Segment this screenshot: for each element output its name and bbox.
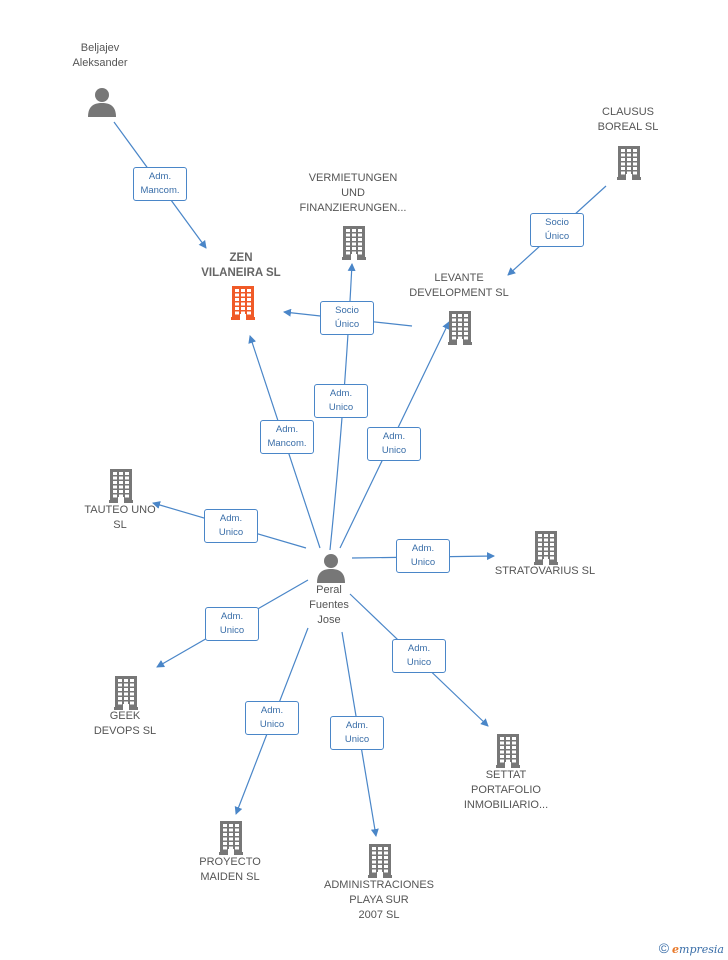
building-icon-tauteo[interactable] bbox=[109, 469, 133, 508]
edge-label-peral-vermietungen[interactable]: Adm. Unico bbox=[314, 384, 368, 418]
building-icon-settat[interactable] bbox=[496, 734, 520, 773]
building-icon-administraciones[interactable] bbox=[368, 844, 392, 883]
node-label-clausus[interactable]: CLAUSUS BOREAL SL bbox=[597, 106, 659, 133]
building-icon-vermietungen[interactable] bbox=[342, 226, 366, 265]
person-icon-peral[interactable] bbox=[316, 553, 346, 588]
edge-label-peral-proyecto[interactable]: Adm. Unico bbox=[245, 701, 299, 735]
copyright-icon: © bbox=[658, 940, 670, 956]
edge-label-peral-zen[interactable]: Adm. Mancom. bbox=[260, 420, 314, 454]
node-label-tauteo[interactable]: TAUTEO UNO SL bbox=[84, 504, 156, 531]
node-label-vermietungen[interactable]: VERMIETUNGEN UND FINANZIERUNGEN... bbox=[299, 172, 407, 214]
building-icon-proyecto[interactable] bbox=[219, 821, 243, 860]
edge-label-peral-levante[interactable]: Adm. Unico bbox=[367, 427, 421, 461]
brand-first-letter: e bbox=[672, 943, 680, 956]
edge-label-levante-zen[interactable]: Socio Único bbox=[320, 301, 374, 335]
node-label-zen[interactable]: ZEN VILANEIRA SL bbox=[201, 252, 281, 279]
node-label-administraciones[interactable]: ADMINISTRACIONES PLAYA SUR 2007 SL bbox=[323, 879, 434, 921]
node-label-proyecto[interactable]: PROYECTO MAIDEN SL bbox=[199, 856, 261, 883]
edge-label-peral-administraciones[interactable]: Adm. Unico bbox=[330, 716, 384, 750]
node-label-beljajev[interactable]: Beljajev Aleksander bbox=[72, 42, 128, 69]
building-icon-clausus[interactable] bbox=[617, 146, 641, 185]
edge-label-peral-settat[interactable]: Adm. Unico bbox=[392, 639, 446, 673]
edge-label-peral-stratovarius[interactable]: Adm. Unico bbox=[396, 539, 450, 573]
building-icon-stratovarius[interactable] bbox=[534, 531, 558, 570]
edge-label-peral-tauteo[interactable]: Adm. Unico bbox=[204, 509, 258, 543]
node-label-settat[interactable]: SETTAT PORTAFOLIO INMOBILIARIO... bbox=[463, 769, 549, 811]
edge-label-peral-geek[interactable]: Adm. Unico bbox=[205, 607, 259, 641]
node-label-peral[interactable]: Peral Fuentes Jose bbox=[309, 584, 349, 626]
building-icon-levante[interactable] bbox=[448, 311, 472, 350]
node-label-geek[interactable]: GEEK DEVOPS SL bbox=[93, 710, 157, 737]
empresia-footer[interactable]: ©empresia bbox=[659, 940, 724, 956]
person-icon-beljajev[interactable] bbox=[87, 87, 117, 122]
node-label-levante[interactable]: LEVANTE DEVELOPMENT SL bbox=[409, 272, 509, 299]
edge-label-clausus-levante[interactable]: Socio Único bbox=[530, 213, 584, 247]
edge-label-beljajev-zen[interactable]: Adm. Mancom. bbox=[133, 167, 187, 201]
building-icon-zen[interactable] bbox=[231, 286, 255, 325]
node-label-stratovarius[interactable]: STRATOVARIUS SL bbox=[494, 565, 596, 577]
brand-name: mpresia bbox=[679, 943, 724, 956]
building-icon-geek[interactable] bbox=[114, 676, 138, 715]
